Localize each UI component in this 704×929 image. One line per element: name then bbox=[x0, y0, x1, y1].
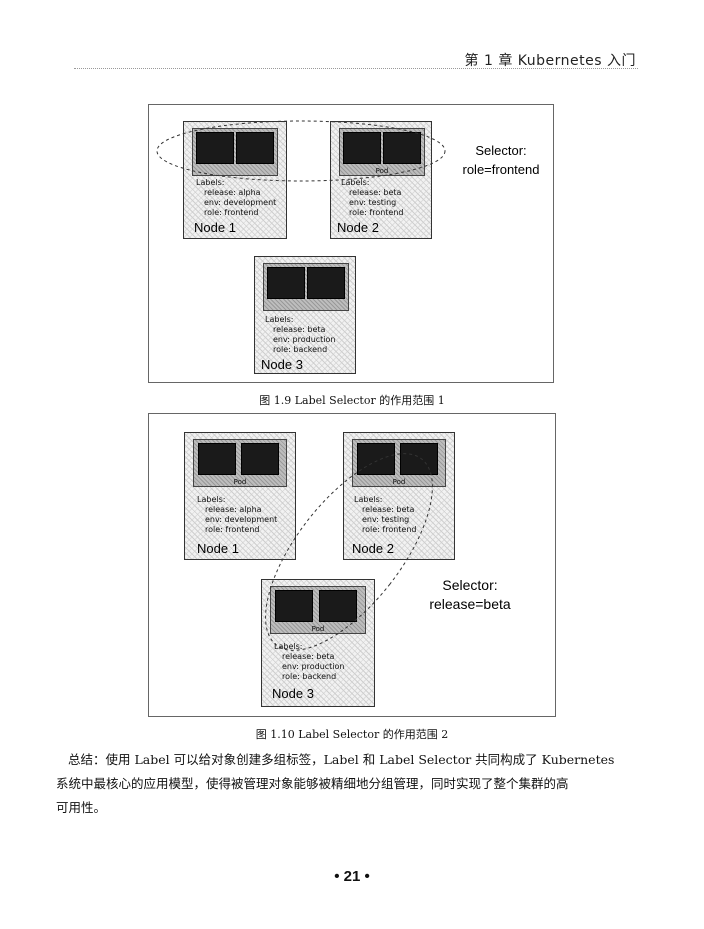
label-line: role: backend bbox=[282, 672, 337, 681]
labels-block: Labels: release: alpha env: development … bbox=[197, 495, 277, 535]
node-name: Node 2 bbox=[352, 541, 394, 556]
container bbox=[198, 443, 236, 475]
container bbox=[307, 267, 345, 299]
pod: Pod bbox=[352, 439, 446, 487]
node-name: Node 1 bbox=[194, 220, 236, 235]
pod-label: Pod bbox=[375, 167, 389, 175]
label-line: role: frontend bbox=[205, 525, 260, 534]
labels-title: Labels: bbox=[341, 178, 370, 187]
label-line: env: development bbox=[205, 515, 278, 524]
container bbox=[196, 132, 234, 164]
summary-line-3: 可用性。 bbox=[56, 800, 107, 815]
labels-block: Labels: release: alpha env: development … bbox=[196, 178, 276, 218]
selector-label: Selector: role=frontend bbox=[449, 141, 553, 179]
figure-2-caption: 图 1.10 Label Selector 的作用范围 2 bbox=[255, 728, 449, 741]
label-line: role: frontend bbox=[362, 525, 417, 534]
summary-line-1: 总结：使用 Label 可以给对象创建多组标签，Label 和 Label Se… bbox=[68, 752, 615, 767]
container bbox=[275, 590, 313, 622]
label-line: release: beta bbox=[349, 188, 402, 197]
page-header: 第 1 章 Kubernetes 入门 bbox=[464, 53, 636, 69]
selector-ellipse bbox=[156, 120, 446, 182]
container bbox=[319, 590, 357, 622]
figure-1-caption: 图 1.9 Label Selector 的作用范围 1 bbox=[259, 394, 445, 407]
label-line: env: development bbox=[204, 198, 277, 207]
label-line: release: alpha bbox=[205, 505, 262, 514]
labels-block: Labels: release: beta env: production ro… bbox=[265, 315, 335, 355]
summary-line-2: 系统中最核心的应用模型，使得被管理对象能够被精细地分组管理，同时实现了整个集群的… bbox=[56, 776, 569, 791]
label-line: env: production bbox=[273, 335, 336, 344]
labels-title: Labels: bbox=[354, 495, 383, 504]
labels-block: Labels: release: beta env: production ro… bbox=[274, 642, 344, 682]
figure-2: Pod Labels: release: alpha env: developm… bbox=[148, 413, 556, 717]
node-1: Pod Labels: release: alpha env: developm… bbox=[184, 432, 296, 560]
selector-line-1: Selector: bbox=[475, 143, 527, 158]
pod bbox=[263, 263, 349, 311]
page-number: • 21 • bbox=[334, 868, 370, 885]
label-line: env: testing bbox=[349, 198, 397, 207]
pod: Pod bbox=[339, 128, 425, 176]
pod-label: Pod bbox=[233, 478, 247, 486]
label-line: role: backend bbox=[273, 345, 328, 354]
node-name: Node 2 bbox=[337, 220, 379, 235]
node-name: Node 1 bbox=[197, 541, 239, 556]
label-line: role: frontend bbox=[204, 208, 259, 217]
selector-line-2: release=beta bbox=[429, 596, 511, 612]
container bbox=[267, 267, 305, 299]
node-3: Pod Labels: release: beta env: productio… bbox=[261, 579, 375, 707]
node-3: Labels: release: beta env: production ro… bbox=[254, 256, 356, 374]
label-line: release: beta bbox=[362, 505, 415, 514]
labels-block: Labels: release: beta env: testing role:… bbox=[354, 495, 417, 535]
labels-block: Labels: release: beta env: testing role:… bbox=[341, 178, 404, 218]
labels-title: Labels: bbox=[196, 178, 225, 187]
container bbox=[241, 443, 279, 475]
label-line: role: frontend bbox=[349, 208, 404, 217]
container bbox=[357, 443, 395, 475]
selector-label: Selector: release=beta bbox=[411, 576, 529, 614]
label-line: release: alpha bbox=[204, 188, 261, 197]
labels-title: Labels: bbox=[197, 495, 226, 504]
node-2: Pod Labels: release: beta env: testing r… bbox=[330, 121, 432, 239]
selector-line-2: role=frontend bbox=[462, 162, 540, 177]
node-name: Node 3 bbox=[261, 357, 303, 372]
summary-paragraph: 总结：使用 Label 可以给对象创建多组标签，Label 和 Label Se… bbox=[56, 748, 638, 820]
figure-1: Labels: release: alpha env: development … bbox=[148, 104, 554, 383]
container bbox=[343, 132, 381, 164]
selector-line-1: Selector: bbox=[442, 577, 498, 593]
label-line: env: testing bbox=[362, 515, 410, 524]
container bbox=[236, 132, 274, 164]
labels-title: Labels: bbox=[265, 315, 294, 324]
header-rule bbox=[74, 68, 638, 69]
pod-label: Pod bbox=[392, 478, 406, 486]
label-line: release: beta bbox=[273, 325, 326, 334]
pod bbox=[192, 128, 278, 176]
label-line: env: production bbox=[282, 662, 345, 671]
container bbox=[383, 132, 421, 164]
pod: Pod bbox=[193, 439, 287, 487]
selector-ellipse bbox=[265, 453, 433, 651]
label-line: release: beta bbox=[282, 652, 335, 661]
pod-label: Pod bbox=[311, 625, 325, 633]
labels-title: Labels: bbox=[274, 642, 303, 651]
node-name: Node 3 bbox=[272, 686, 314, 701]
pod: Pod bbox=[270, 586, 366, 634]
node-1: Labels: release: alpha env: development … bbox=[183, 121, 287, 239]
container bbox=[400, 443, 438, 475]
node-2: Pod Labels: release: beta env: testing r… bbox=[343, 432, 455, 560]
